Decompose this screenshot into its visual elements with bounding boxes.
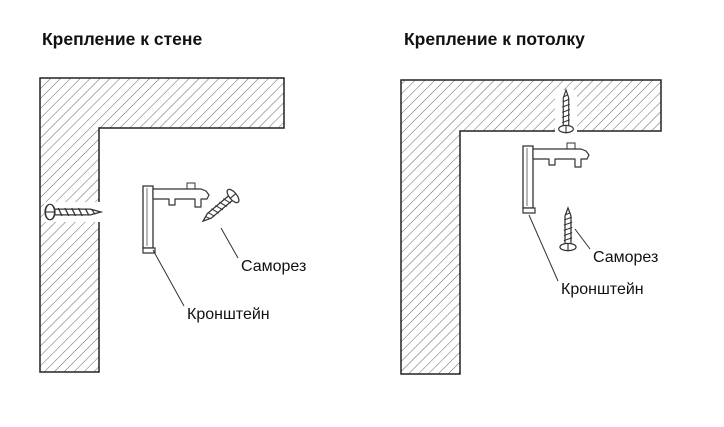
label-screw-wall: Саморез (241, 258, 306, 275)
panel-ceiling-mount: Крепление к потолку Саморез Кронштейн (400, 29, 662, 375)
bracket-drawing-ceiling (522, 142, 590, 214)
panel-wall-mount: Крепление к стене Саморез Кронштейн (39, 29, 306, 373)
ceiling-section (400, 79, 662, 375)
leader-line-bracket-ceiling (528, 214, 559, 282)
panel-title-ceiling: Крепление к потолку (404, 29, 585, 49)
wall-section (39, 77, 285, 373)
label-bracket-ceiling: Кронштейн (561, 281, 644, 298)
leader-line-screw-ceiling (574, 228, 591, 250)
label-bracket-wall: Кронштейн (187, 306, 270, 323)
label-screw-ceiling: Саморез (593, 249, 658, 266)
leader-line-screw-wall (220, 227, 239, 259)
bracket-drawing-wall (142, 182, 210, 254)
panel-title-wall: Крепление к стене (42, 29, 202, 49)
leader-line-bracket-wall (152, 249, 185, 307)
screw-drawing-ceiling (559, 207, 577, 252)
